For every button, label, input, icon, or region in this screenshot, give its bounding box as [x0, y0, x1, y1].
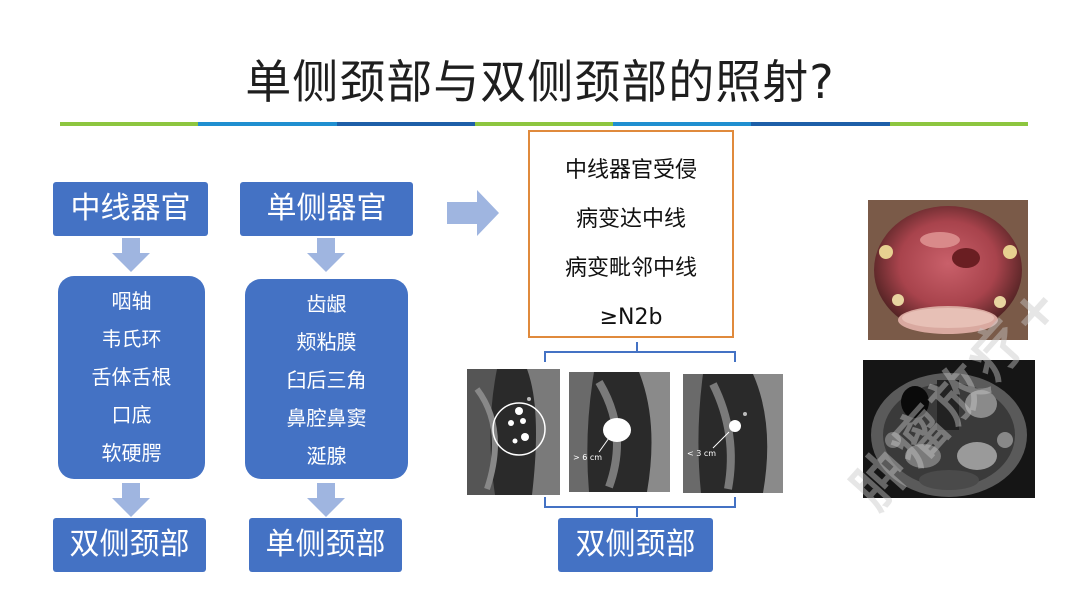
- ct-scan-image-3: < 3 cm: [683, 374, 783, 493]
- down-arrow-icon: [307, 238, 345, 272]
- list-item: 齿龈: [306, 292, 347, 316]
- list-item: 软硬腭: [101, 441, 162, 465]
- criteria-item: 病变达中线: [575, 207, 686, 232]
- mri-scan-image: [863, 360, 1035, 498]
- criteria-item: 病变毗邻中线: [564, 256, 697, 281]
- unilateral-organs-header: 单侧器官: [240, 182, 413, 236]
- bottom-bracket: [544, 497, 736, 517]
- bilateral-neck-result-2: 双侧颈部: [558, 518, 713, 572]
- list-item: 咽轴: [111, 289, 152, 313]
- unilateral-organs-list: 齿龈 颊粘膜 臼后三角 鼻腔鼻窦 涎腺: [245, 279, 408, 479]
- bilateral-criteria-box: 中线器官受侵 病变达中线 病变毗邻中线 ≥N2b: [528, 130, 734, 338]
- list-item: 臼后三角: [286, 368, 367, 392]
- ct-scan-image-2: > 6 cm: [569, 372, 670, 492]
- list-item: 涎腺: [306, 444, 347, 468]
- list-item: 口底: [111, 403, 152, 427]
- oral-cavity-photo: [868, 200, 1028, 340]
- midline-organs-list: 咽轴 韦氏环 舌体舌根 口底 软硬腭: [58, 276, 205, 479]
- title-divider: [60, 122, 1028, 126]
- scan-size-label: < 3 cm: [687, 449, 716, 458]
- scan-size-label: > 6 cm: [573, 453, 602, 462]
- right-arrow-icon: [447, 190, 499, 236]
- down-arrow-icon: [112, 238, 150, 272]
- list-item: 舌体舌根: [91, 365, 172, 389]
- list-item: 鼻腔鼻窦: [286, 406, 367, 430]
- bilateral-neck-result-1: 双侧颈部: [53, 518, 206, 572]
- down-arrow-icon: [307, 483, 345, 517]
- top-bracket: [544, 342, 736, 362]
- criteria-item: 中线器官受侵: [564, 158, 697, 183]
- unilateral-neck-result: 单侧颈部: [249, 518, 402, 572]
- midline-organs-header: 中线器官: [53, 182, 208, 236]
- ct-scan-image-1: [467, 369, 560, 495]
- list-item: 韦氏环: [101, 327, 162, 351]
- list-item: 颊粘膜: [296, 330, 357, 354]
- page-title: 单侧颈部与双侧颈部的照射?: [245, 55, 835, 109]
- down-arrow-icon: [112, 483, 150, 517]
- criteria-item: ≥N2b: [599, 305, 663, 330]
